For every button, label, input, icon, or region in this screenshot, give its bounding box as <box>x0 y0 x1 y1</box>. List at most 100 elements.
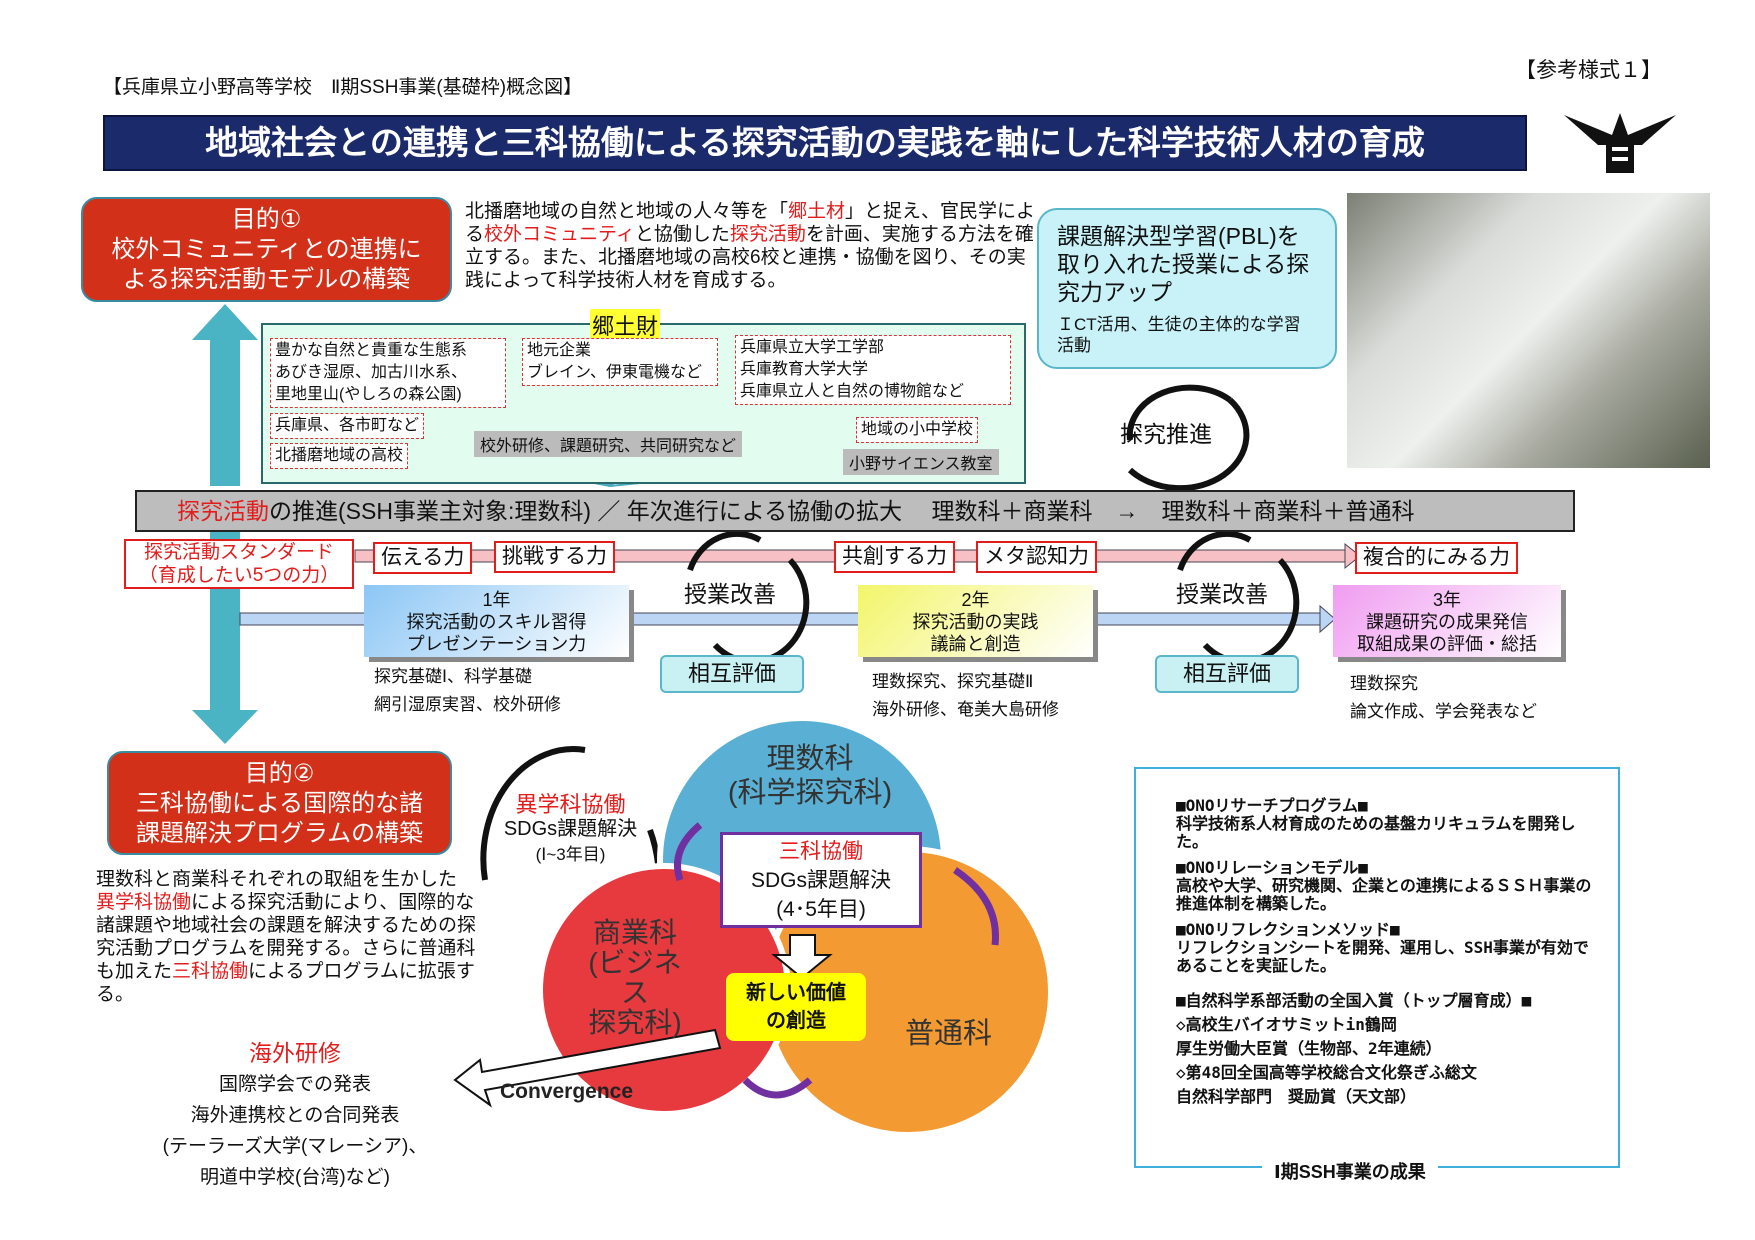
t: 地元企業 <box>527 342 592 359</box>
skill: 複合的にみる力 <box>1355 542 1518 574</box>
highlight: 校外コミュニティ <box>484 224 635 245</box>
t: 探究活動スタンダード <box>143 542 334 563</box>
improve-label: 授業改善 <box>684 581 776 607</box>
t: 網引湿原実習、校外研修 <box>374 695 561 714</box>
t: 兵庫県立大学工学部 <box>740 339 885 356</box>
kyodo-item: 兵庫県、各市町など <box>270 413 425 439</box>
t: 海外研修、奄美大島研修 <box>872 700 1059 719</box>
t: 1年 <box>482 590 511 610</box>
year2-box: 2年探究活動の実践議論と創造 <box>858 585 1093 657</box>
skill: メタ認知力 <box>976 541 1097 573</box>
overseas-block: 海外研修 国際学会での発表海外連携校との合同発表(テーラーズ大学(マレーシア)、… <box>140 1038 450 1193</box>
header-label: 【兵庫県立小野高等学校 Ⅱ期SSH事業(基礎枠)概念図】 <box>103 77 583 98</box>
year1-box: 1年探究活動のスキル習得プレゼンテーション力 <box>364 585 629 657</box>
t: 論文作成、学会発表など <box>1350 702 1537 721</box>
venn-general-label: 普通科 <box>905 1018 993 1050</box>
t: 高校や大学、研究機関、企業との連携によるＳＳＨ事業の推進体制を構築した。 <box>1176 876 1592 913</box>
text: を計画、実施する方法を確立する。また、北播磨地域の高校6校と連携・協働を図り、そ… <box>465 224 1034 291</box>
bar-text: の推進(SSH事業主対象:理数科) ／ 年次進行による協働の拡大 理数科＋商業科… <box>269 498 1415 524</box>
venn-exchange-arrows <box>674 822 999 1099</box>
year3-subjects: 理数探究論文作成、学会発表など <box>1350 670 1537 726</box>
t: の創造 <box>766 1010 826 1032</box>
goal1-description: 北播磨地域の自然と地域の人々等を「郷土材」と捉え、官民学による校外コミュニティと… <box>465 200 1037 292</box>
skill: 共創する力 <box>834 541 955 573</box>
t: ■ONOリサーチプログラム■ <box>1176 796 1368 815</box>
school-logo-icon <box>1564 113 1676 173</box>
highlight: 探究活動 <box>729 224 806 245</box>
year3-box: 3年課題研究の成果発信取組成果の評価・総括 <box>1333 585 1561 657</box>
results-list: ■ONOリサーチプログラム■ 科学技術系人材育成のための基盤カリキュラムを開発し… <box>1176 797 1596 1109</box>
page-title: 地域社会との連携と三科協働による探究活動の実践を軸にした科学技術人材の育成 <box>103 115 1527 171</box>
t: (4･5年目) <box>776 898 866 921</box>
t: ■自然科学系部活動の全国入賞（トップ層育成）■ <box>1176 991 1532 1010</box>
new-value-box: 新しい価値の創造 <box>726 973 866 1041</box>
t: 三科協働 <box>779 840 863 863</box>
t: 探究科) <box>588 1007 682 1038</box>
overseas-title: 海外研修 <box>249 1040 341 1066</box>
text: と協働した <box>634 224 730 245</box>
t: 異学科協働 <box>515 792 626 817</box>
t: ◇高校生バイオサミットin鶴岡 <box>1176 1015 1397 1034</box>
t: 自然科学部門 奨励賞（天文部） <box>1176 1087 1417 1106</box>
venn-science-label: 理数科(科学探究科) <box>700 742 920 810</box>
convergence-arrow <box>453 1028 722 1108</box>
skill: 挑戦する力 <box>494 541 615 573</box>
t: 取組成果の評価・総括 <box>1357 634 1537 654</box>
pbl-main: 課題解決型学習(PBL)を取り入れた授業による探究力アップ <box>1057 223 1310 305</box>
kyodo-title: 郷土財 <box>590 309 661 341</box>
improve-label: 授業改善 <box>1176 581 1268 607</box>
t: あびき湿原、加古川水系、 <box>275 364 468 381</box>
t: (科学探究科) <box>727 777 893 809</box>
goal2-description: 理数科と商業科それぞれの取組を生かした異学科協働による探究活動により、国際的な諸… <box>96 868 476 1006</box>
cycle-top-label: 探究推進 <box>1120 421 1212 447</box>
classroom-photo <box>1347 193 1710 468</box>
down-arrow <box>192 532 258 744</box>
progress-bar: 探究活動の推進(SSH事業主対象:理数科) ／ 年次進行による協働の拡大 理数科… <box>135 490 1575 532</box>
t: 議論と創造 <box>930 634 1021 654</box>
results-title: Ⅰ期SSH事業の成果 <box>1262 1158 1438 1184</box>
t: SDGs課題解決 <box>750 869 891 892</box>
pbl-sub: ＩCT活用、生徒の主体的な学習活動 <box>1057 315 1301 355</box>
t: 兵庫教育大学大学 <box>740 361 869 378</box>
goal1-title: 目的① <box>231 206 302 233</box>
pbl-box: 課題解決型学習(PBL)を取り入れた授業による探究力アップ ＩCT活用、生徒の主… <box>1037 208 1337 369</box>
kyodo-item: 北播磨地域の高校 <box>270 443 409 469</box>
t: 新しい価値 <box>746 982 846 1004</box>
t: 探究基礎Ⅰ、科学基礎 <box>374 667 533 686</box>
science-class: 小野サイエンス教室 <box>843 449 999 475</box>
standard-box: 探究活動スタンダード（育成したい5つの力） <box>124 539 354 589</box>
highlight: 三科協働 <box>172 961 249 982</box>
t: 3年 <box>1432 590 1461 610</box>
results-box: ■ONOリサーチプログラム■ 科学技術系人材育成のための基盤カリキュラムを開発し… <box>1134 767 1620 1168</box>
hatched-down-arrow <box>771 934 833 980</box>
t: 里地里山(やしろの森公園) <box>275 386 462 403</box>
t: 課題研究の成果発信 <box>1366 612 1528 632</box>
text: によるプログラムに拡張する。 <box>96 961 475 1005</box>
eval-box: 相互評価 <box>1155 655 1299 693</box>
t: ◇第48回全国高等学校総合文化祭ぎふ総文 <box>1176 1063 1477 1082</box>
up-arrow <box>192 304 258 486</box>
year1-subjects: 探究基礎Ⅰ、科学基礎網引湿原実習、校外研修 <box>374 663 561 719</box>
skill: 伝える力 <box>373 542 473 574</box>
t: 探究活動のスキル習得 <box>406 612 587 632</box>
t: ■ONOリフレクションメソッド■ <box>1176 920 1400 939</box>
bar-highlight: 探究活動 <box>177 498 269 524</box>
three-dept-box: 三科協働 SDGs課題解決 (4･5年目) <box>720 832 922 928</box>
t: (Ⅰ~3年目) <box>535 845 606 864</box>
t: 2年 <box>961 590 990 610</box>
t: 理数科 <box>766 743 854 775</box>
t: 明道中学校(台湾)など) <box>200 1167 390 1188</box>
text: 理数科と商業科それぞれの取組を生かした <box>96 869 458 890</box>
goal2-line2: 課題解決プログラムの構築 <box>135 820 424 847</box>
kyodo-item: 豊かな自然と貴重な生態系あびき湿原、加古川水系、里地里山(やしろの森公園) <box>270 338 506 408</box>
goal2-box: 目的② 三科協働による国際的な諸 課題解決プログラムの構築 <box>107 751 452 855</box>
text: による探究活動により、国際的な諸課題や地域社会の課題を解決するための探究活動プロ… <box>96 892 477 982</box>
goal1-line2: よる探究活動モデルの構築 <box>122 266 411 293</box>
text: 」と捉え、官民学による <box>465 201 1036 245</box>
kyodo-center: 校外研修、課題研究、共同研究など <box>474 431 743 457</box>
goal2-line1: 三科協働による国際的な諸 <box>135 790 424 817</box>
highlight: 郷土材 <box>788 201 846 222</box>
t: プレゼンテーション力 <box>406 634 587 654</box>
